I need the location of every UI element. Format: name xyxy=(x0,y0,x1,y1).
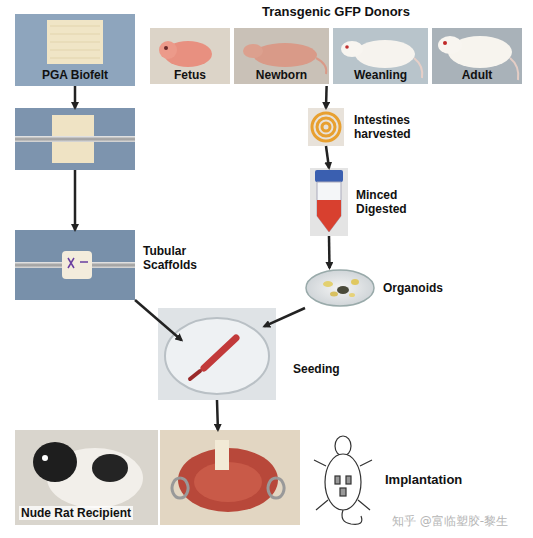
fetus-photo xyxy=(150,28,230,84)
biofelt-photo xyxy=(15,14,135,86)
photo-panel: Nude Rat Recipient xyxy=(15,430,158,525)
flow-arrow xyxy=(326,146,329,168)
felt-on-rod-photo xyxy=(15,108,135,170)
watermark: 知乎 @富临塑胶-黎生 xyxy=(392,513,508,530)
node-label: Weanling xyxy=(333,68,428,82)
rat-schematic xyxy=(314,436,372,524)
node-label: PGA Biofelt xyxy=(15,68,135,82)
donor-photo: Adult xyxy=(432,28,522,84)
node-label: Transgenic GFP Donors xyxy=(148,4,524,19)
flow-arrow xyxy=(216,400,219,430)
donor-photo: Weanling xyxy=(333,28,428,84)
node-label: Implantation xyxy=(385,472,495,487)
node-label: Seeding xyxy=(293,362,373,376)
adult-photo xyxy=(432,28,522,84)
donor-group: Transgenic GFP DonorsFetus Newborn Weanlin… xyxy=(148,4,524,86)
nude-rat-photo xyxy=(15,430,158,525)
flow-arrow xyxy=(74,170,77,230)
photo-panel: Seeding xyxy=(158,308,276,400)
tubular-scaffold-photo xyxy=(15,230,135,300)
node-label: Adult xyxy=(432,68,522,82)
node-label: Organoids xyxy=(383,281,463,295)
node-label: Intestines harvested xyxy=(354,113,426,141)
flow-arrow xyxy=(325,86,328,108)
node-label: Newborn xyxy=(234,68,329,82)
node-label: Nude Rat Recipient xyxy=(19,506,133,520)
donor-photo: Newborn xyxy=(234,28,329,84)
surgery-photo xyxy=(160,430,300,525)
weanling-photo xyxy=(333,28,428,84)
photo-panel: Organoids xyxy=(305,268,375,308)
flow-arrow xyxy=(135,300,182,340)
node-label: Fetus xyxy=(150,68,230,82)
flow-arrow xyxy=(328,236,331,268)
photo-panel: Intestines harvested xyxy=(308,108,344,146)
node-label: Tubular Scaffolds xyxy=(143,244,215,272)
flow-arrow xyxy=(264,308,305,326)
digestion-tube-photo xyxy=(310,168,348,236)
photo-panel xyxy=(15,108,135,170)
intestine-photo xyxy=(308,108,344,146)
donor-photo: Fetus xyxy=(150,28,230,84)
photo-panel: PGA Biofelt xyxy=(15,14,135,86)
newborn-photo xyxy=(234,28,329,84)
photo-panel: Tubular Scaffolds xyxy=(15,230,135,300)
node-label: Minced Digested xyxy=(356,188,422,216)
seeding-photo xyxy=(158,308,276,400)
flow-arrow xyxy=(74,86,77,108)
organoid-dish xyxy=(306,270,374,306)
photo-group: Implantation xyxy=(160,430,522,525)
photo-panel: Minced Digested xyxy=(310,168,348,236)
